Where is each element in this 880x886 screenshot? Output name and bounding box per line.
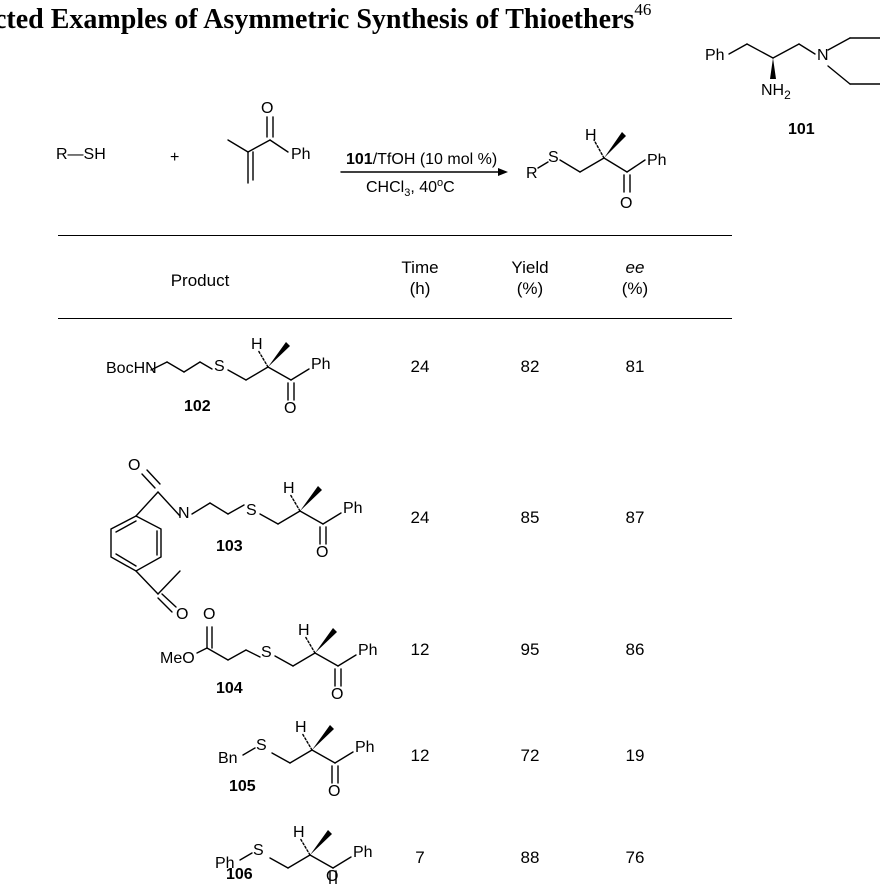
compound-number-106: 106 [226,866,253,883]
yield-104: 95 [520,640,540,659]
compound-number-103: 103 [216,538,243,555]
yield-103: 85 [520,508,540,527]
product-ph-label: Ph [647,152,667,169]
svg-text:NH2: NH2 [761,82,791,102]
ph-label-106: Ph [353,844,373,861]
page-title: cted Examples of Asymmetric Synthesis of… [0,0,651,36]
ee-106: 76 [625,848,645,867]
product-r-label: R [526,165,538,182]
o-label-106: O [326,868,339,885]
ph-label-104: Ph [358,642,378,659]
header-product: Product [170,271,230,290]
time-106: 7 [415,848,425,867]
product-s-label: S [548,149,559,166]
r-group-103: N [178,505,190,522]
o-label-103-imide-bottom: O [176,606,189,623]
r-group-102: BocHN [106,360,157,377]
s-label-104: S [261,644,272,661]
yield-105: 72 [520,746,540,765]
r-group-105: Bn [218,750,238,767]
o-label-103: O [316,544,329,561]
product-oxygen-label: O [620,195,632,212]
ee-104: 86 [625,640,645,659]
structure-105 [242,724,354,784]
structure-104 [196,626,357,687]
structure-102 [150,341,310,401]
header-time: Time(h) [401,258,439,298]
header-ee: ee(%) [621,258,649,298]
header-yield: Yield(%) [511,258,549,298]
h-label-106: H [293,824,305,841]
catalyst-nh2-label: NH [761,82,784,99]
compound-number-105: 105 [229,778,256,795]
catalyst-n-label: N [817,47,829,64]
o-label-105: O [328,783,341,800]
h-label-102: H [251,336,263,353]
ee-105: 19 [625,746,645,765]
s-label-106: S [253,842,264,859]
h-label-104: H [298,622,310,639]
compound-number-102: 102 [184,398,211,415]
catalyst-ph-label: Ph [705,47,725,64]
catalyst-number: 101 [788,121,815,138]
h-label-105: H [295,719,307,736]
s-label-103: S [246,502,257,519]
title-reference: 46 [634,0,652,19]
yield-102: 82 [520,357,540,376]
reaction-scheme: R—SH + O Ph 101/TfOH (10 mol %) CHCl3, 4… [56,100,667,212]
ph-label-105: Ph [355,739,375,756]
compound-number-104: 104 [216,680,243,697]
thiol-reactant: R—SH [56,146,106,163]
title-text: cted Examples of Asymmetric Synthesis of… [0,4,635,35]
enone-ph-label: Ph [291,146,311,163]
h-label-103: H [283,480,295,497]
s-label-105: S [256,737,267,754]
o-label-104: O [331,686,344,703]
time-102: 24 [410,357,430,376]
catalyst-structure: Ph NH2 N 101 [705,37,880,138]
ph-label-102: Ph [311,356,331,373]
reagent-label: 101/TfOH (10 mol %) [346,151,497,168]
time-103: 24 [410,508,430,527]
structure-103 [110,469,342,613]
o-label-104-ester: O [203,606,216,623]
r-group-106: Ph [215,855,235,872]
structure-106 [239,829,352,884]
ph-label-103: Ph [343,500,363,517]
o-label-102: O [284,400,297,417]
plus-sign: + [170,149,179,166]
table-top-rule [58,235,732,236]
r-group-104: MeO [160,650,195,667]
o-label-103-imide-top: O [128,457,141,474]
conditions-label: CHCl3, 40oC [366,177,455,199]
time-105: 12 [410,746,430,765]
ee-103: 87 [625,508,645,527]
s-label-102: S [214,358,225,375]
product-h-label: H [585,127,597,144]
table-header-rule [58,318,732,319]
time-104: 12 [410,640,430,659]
yield-106: 88 [520,848,540,867]
enone-oxygen-label: O [261,100,273,117]
ee-102: 81 [625,357,645,376]
